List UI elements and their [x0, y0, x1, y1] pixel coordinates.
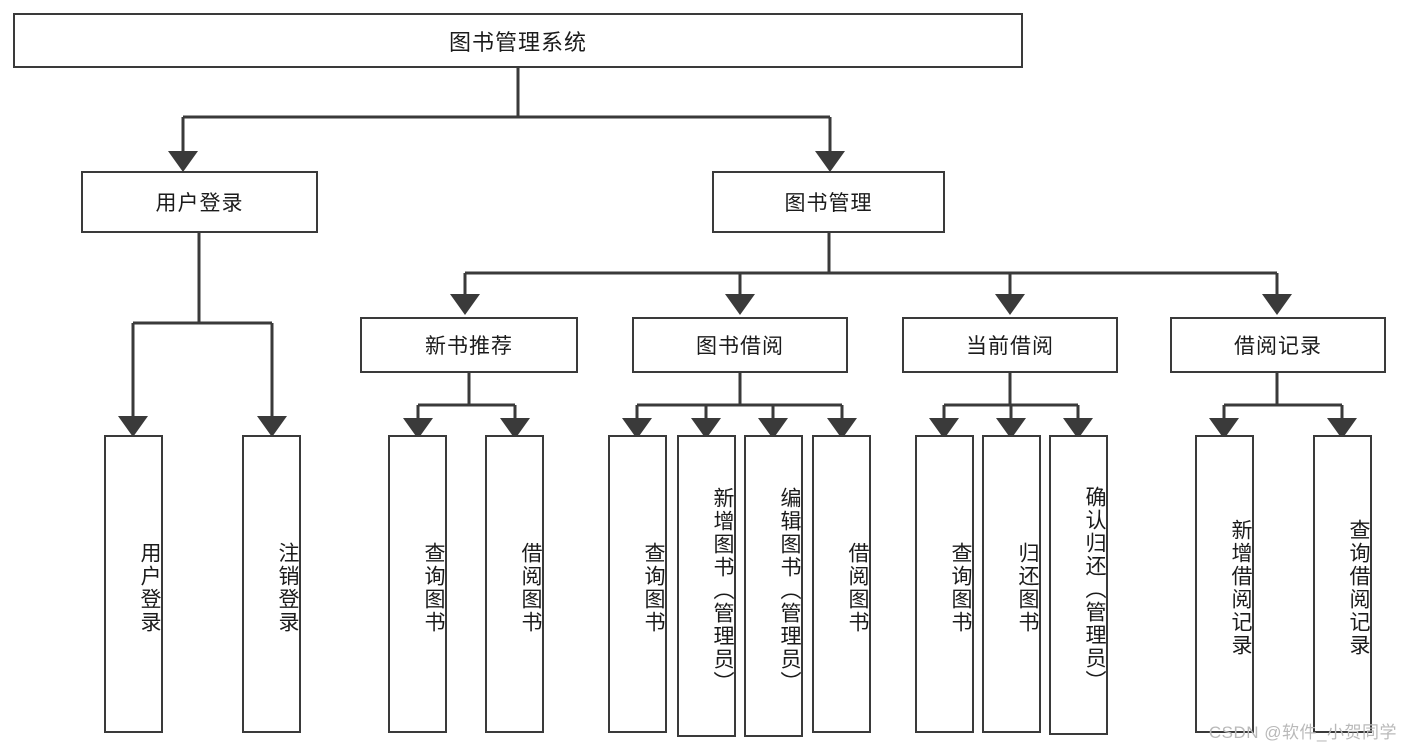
node-label: 借阅图书: [519, 542, 542, 634]
leaf-borrow-record-add[interactable]: 新增借阅记录: [1195, 435, 1254, 733]
leaf-new-book-borrow[interactable]: 借阅图书: [485, 435, 544, 733]
leaf-current-borrow-query[interactable]: 查询图书: [915, 435, 974, 733]
node-label: 图书借阅: [696, 335, 784, 358]
node-label: 新增借阅记录: [1229, 519, 1252, 657]
node-root-book-management-system[interactable]: 图书管理系统: [13, 13, 1023, 68]
node-label: 图书管理系统: [448, 29, 587, 55]
node-label: 注销登录: [276, 542, 299, 634]
node-label: 查询借阅记录: [1347, 519, 1370, 657]
node-label: 编辑图书（管理员）: [778, 486, 801, 694]
node-label: 用户登录: [138, 542, 161, 634]
node-book-borrow[interactable]: 图书借阅: [632, 317, 848, 373]
node-label: 新书推荐: [425, 335, 513, 358]
node-label: 查询图书: [949, 542, 972, 634]
node-label: 当前借阅: [966, 335, 1054, 358]
node-label: 图书管理: [784, 192, 873, 215]
node-label: 查询图书: [422, 542, 445, 634]
node-label: 借阅图书: [846, 542, 869, 634]
node-borrow-record[interactable]: 借阅记录: [1170, 317, 1386, 373]
node-label: 新增图书（管理员）: [711, 486, 734, 694]
leaf-book-borrow-add-admin[interactable]: 新增图书（管理员）: [677, 435, 736, 737]
node-label: 借阅记录: [1234, 335, 1322, 358]
leaf-book-borrow-edit-admin[interactable]: 编辑图书（管理员）: [744, 435, 803, 737]
leaf-book-borrow-query[interactable]: 查询图书: [608, 435, 667, 733]
leaf-current-borrow-return[interactable]: 归还图书: [982, 435, 1041, 733]
leaf-borrow-record-query[interactable]: 查询借阅记录: [1313, 435, 1372, 733]
leaf-book-borrow-borrow[interactable]: 借阅图书: [812, 435, 871, 733]
node-current-borrow[interactable]: 当前借阅: [902, 317, 1118, 373]
leaf-user-login-logout[interactable]: 注销登录: [242, 435, 301, 733]
leaf-new-book-query[interactable]: 查询图书: [388, 435, 447, 733]
node-label: 用户登录: [155, 192, 244, 215]
node-label: 查询图书: [642, 542, 665, 634]
node-label: 确认归还（管理员）: [1083, 485, 1106, 693]
node-book-management[interactable]: 图书管理: [712, 171, 945, 233]
node-new-book-recommend[interactable]: 新书推荐: [360, 317, 578, 373]
node-label: 归还图书: [1016, 542, 1039, 634]
leaf-current-borrow-confirm-admin[interactable]: 确认归还（管理员）: [1049, 435, 1108, 735]
leaf-user-login-login[interactable]: 用户登录: [104, 435, 163, 733]
node-user-login[interactable]: 用户登录: [81, 171, 318, 233]
